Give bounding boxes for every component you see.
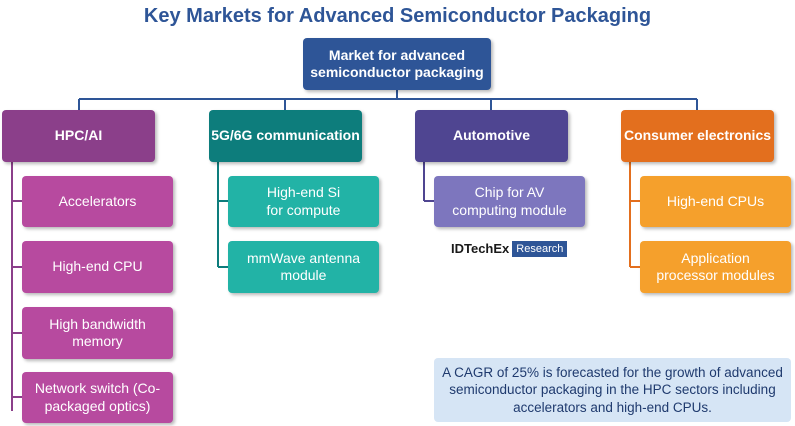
- logo-name: IDTechEx: [451, 241, 510, 256]
- hpc-item-accelerators: Accelerators: [22, 176, 173, 227]
- hpc-item-high-bandwidth-memory: High bandwidth memory: [22, 307, 173, 359]
- root-node-market: Market for advanced semiconductor packag…: [303, 38, 491, 90]
- diagram-title: Key Markets for Advanced Semiconductor P…: [143, 5, 652, 27]
- hpc-item-network-switch: Network switch (Co-packaged optics): [22, 372, 173, 423]
- 5g-item-high-end-si: High-end Si for compute: [228, 176, 379, 227]
- hpc-item-high-end-cpu: High-end CPU: [22, 241, 173, 293]
- 5g-item-mmwave-antenna: mmWave antenna module: [228, 241, 379, 293]
- automotive-item-chip-av: Chip for AV computing module: [434, 176, 585, 227]
- category-5g-6g: 5G/6G communication: [209, 110, 362, 162]
- idtechex-logo: IDTechEx Research: [451, 241, 568, 257]
- category-hpc-ai: HPC/AI: [2, 110, 155, 162]
- category-automotive: Automotive: [415, 110, 568, 162]
- consumer-item-application-processor: Application processor modules: [640, 241, 791, 293]
- category-consumer-electronics: Consumer electronics: [621, 110, 774, 162]
- consumer-item-high-end-cpus: High-end CPUs: [640, 176, 791, 227]
- logo-tag: Research: [512, 241, 568, 257]
- cagr-note: A CAGR of 25% is forecasted for the grow…: [434, 358, 791, 422]
